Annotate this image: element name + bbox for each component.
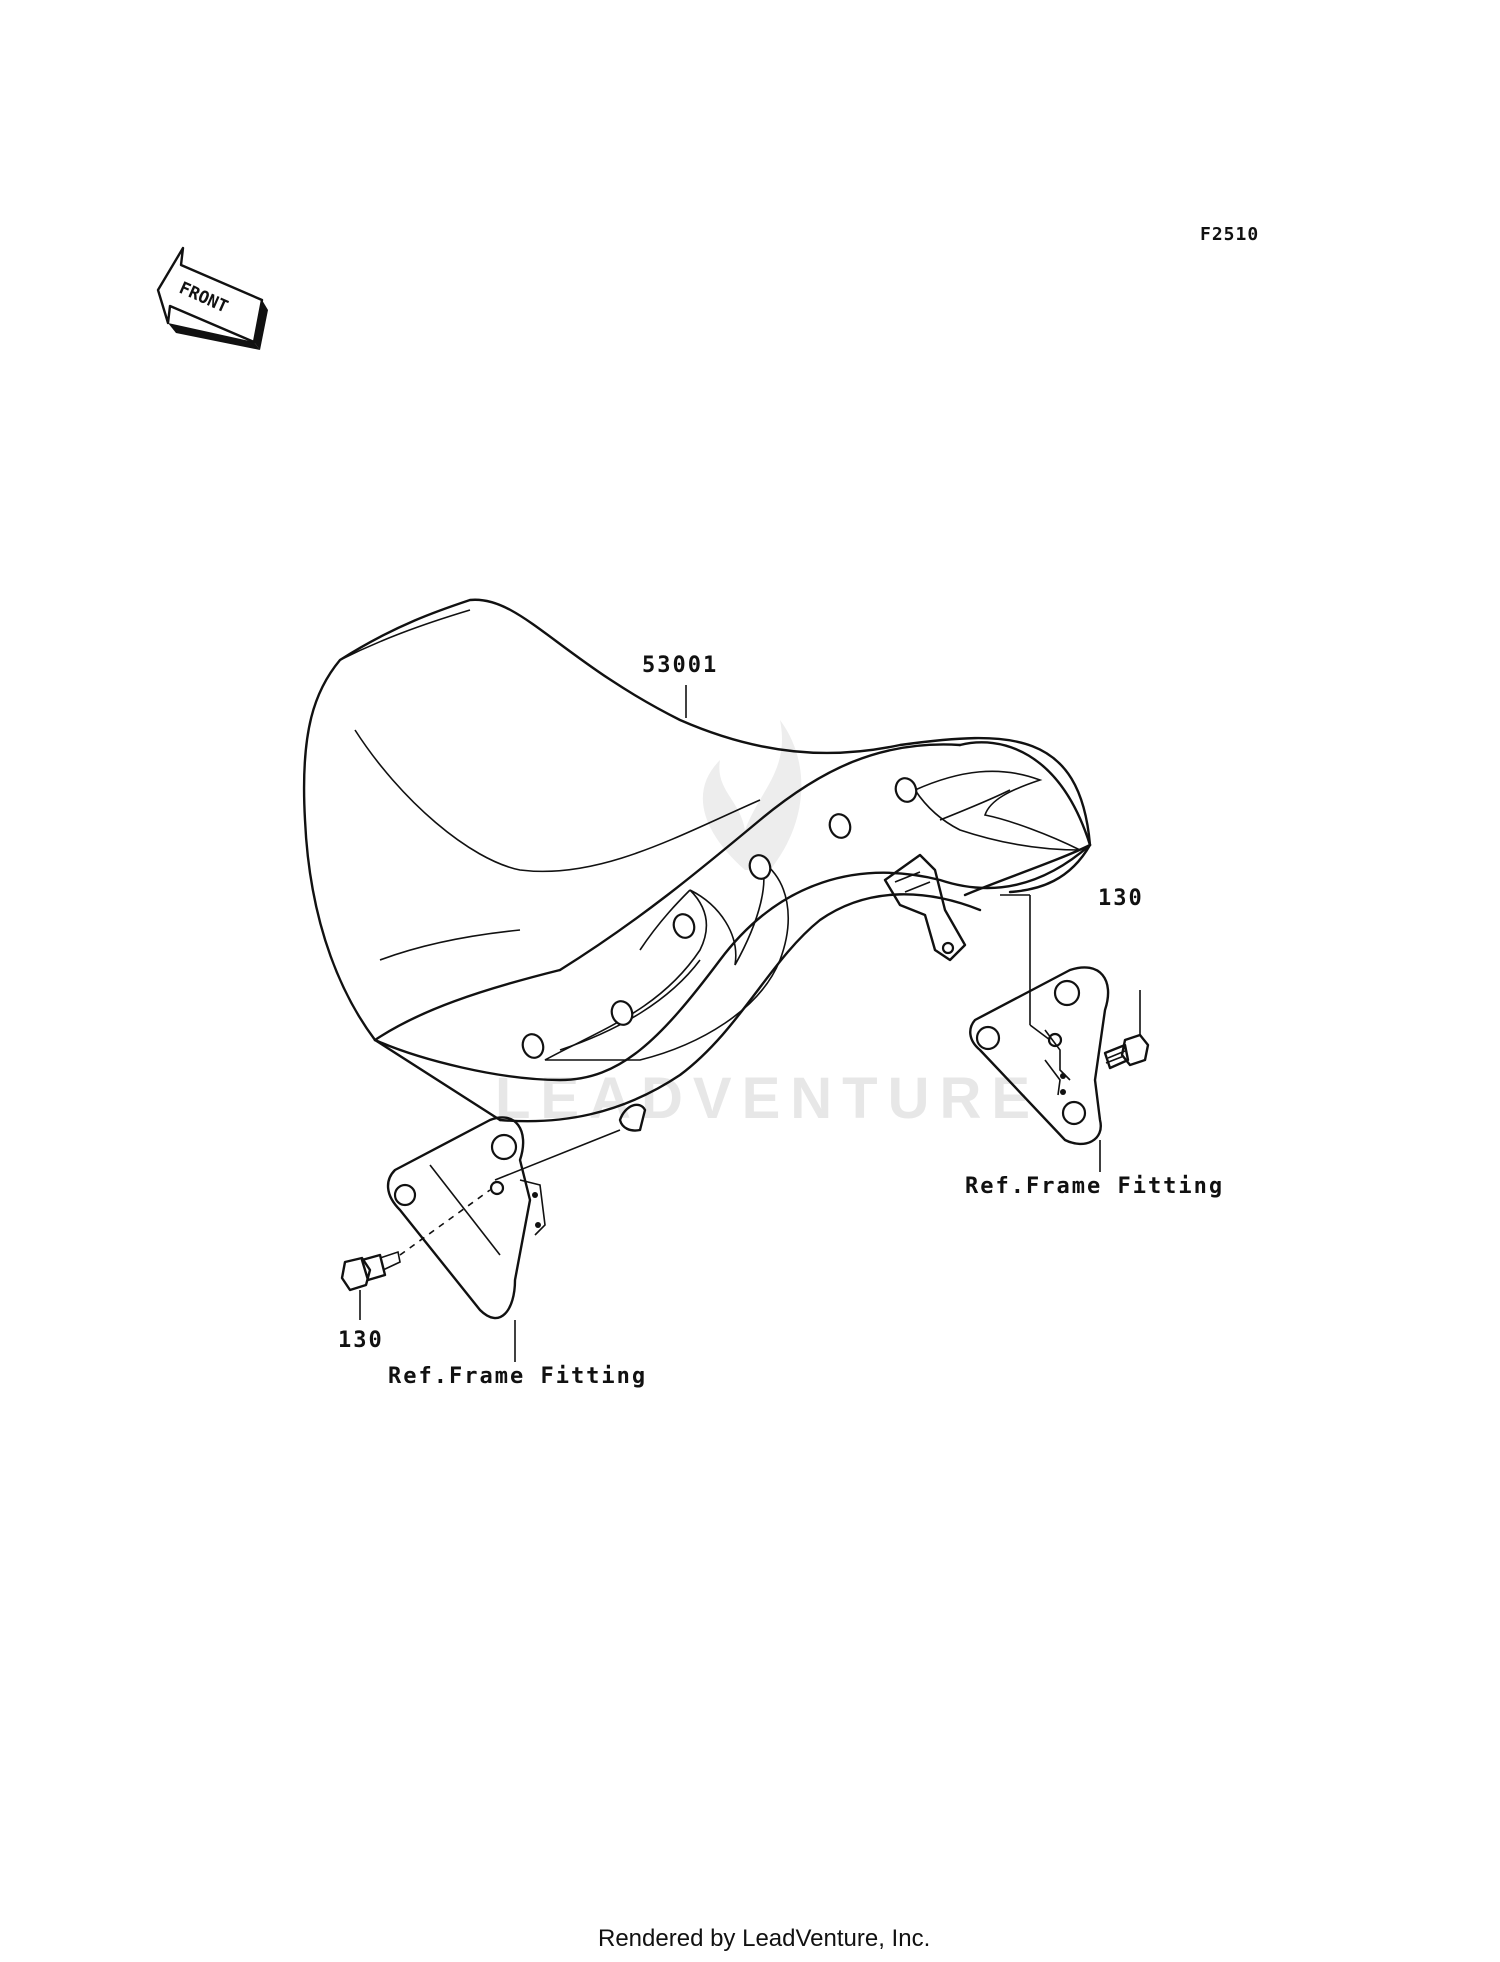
part-label-53001: 53001 bbox=[642, 653, 718, 678]
seat-drawing bbox=[302, 598, 1092, 1132]
diagram-code: F2510 bbox=[1200, 224, 1259, 245]
left-bolt-130 bbox=[340, 1189, 491, 1320]
right-frame-fitting bbox=[969, 894, 1110, 1172]
ref-frame-fitting-left: Ref.Frame Fitting bbox=[388, 1364, 647, 1389]
ref-frame-fitting-right: Ref.Frame Fitting bbox=[965, 1174, 1224, 1199]
watermark: LEADVENTURE bbox=[495, 720, 1040, 1131]
part-label-130-left: 130 bbox=[338, 1328, 384, 1353]
part-label-130-right: 130 bbox=[1098, 886, 1144, 911]
footer-credit: Rendered by LeadVenture, Inc. bbox=[598, 1925, 930, 1952]
right-bolt-130 bbox=[1103, 990, 1150, 1070]
watermark-text: LEADVENTURE bbox=[495, 1066, 1040, 1131]
left-frame-fitting bbox=[386, 1116, 621, 1362]
front-arrow-icon: FRONT bbox=[156, 246, 268, 350]
